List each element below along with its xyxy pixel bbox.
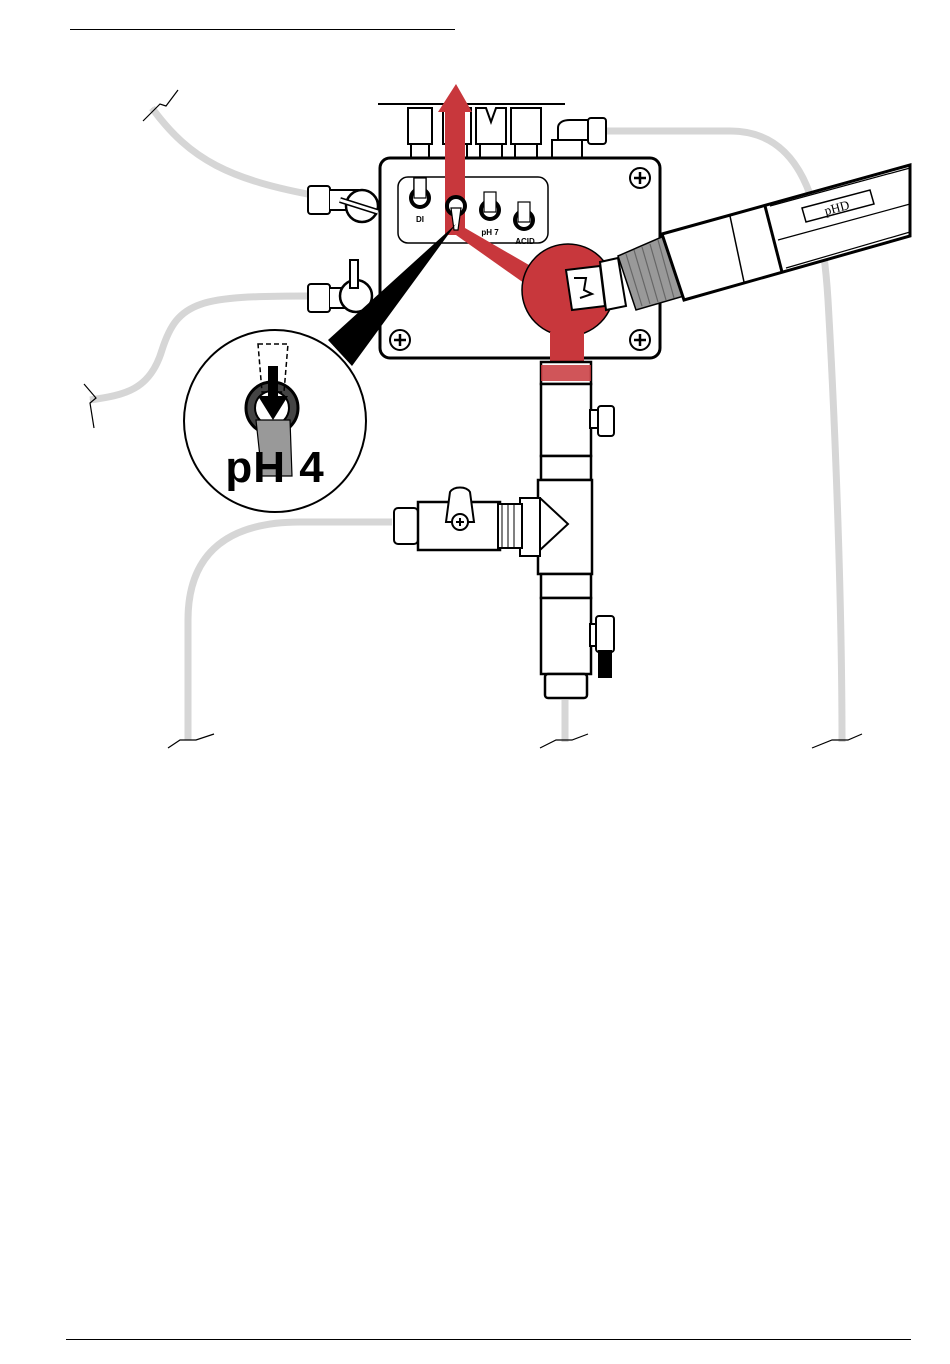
tube-lower-left (168, 522, 392, 748)
footer-rule (66, 1339, 911, 1340)
valve-label-ph7: pH 7 (481, 228, 499, 237)
screw-top-right (630, 168, 650, 188)
tube-upper-left (143, 90, 318, 196)
lower-ball-valve[interactable] (541, 574, 614, 698)
side-fitting-upper (308, 186, 378, 222)
callout-label: pH 4 (225, 443, 324, 492)
screw-bottom-left (390, 330, 410, 350)
top-fitting-4 (511, 108, 541, 158)
tube-drain (540, 700, 588, 748)
top-fitting-1 (408, 108, 432, 158)
callout: pH 4 (184, 224, 456, 512)
elbow-fitting (552, 118, 606, 158)
phd-probe: pHD (618, 165, 910, 310)
valve-label-di: DI (416, 215, 424, 224)
valve-label-acid: ACID (515, 237, 535, 246)
screw-bottom-right (630, 330, 650, 350)
top-fittings (378, 104, 606, 158)
tee-fitting (520, 480, 592, 574)
side-fitting-lower (308, 260, 372, 312)
side-ball-valve[interactable] (394, 488, 522, 551)
top-fitting-3 (476, 108, 506, 158)
valve-ph7[interactable]: pH 7 (481, 192, 499, 237)
upper-ball-valve[interactable] (541, 362, 614, 480)
